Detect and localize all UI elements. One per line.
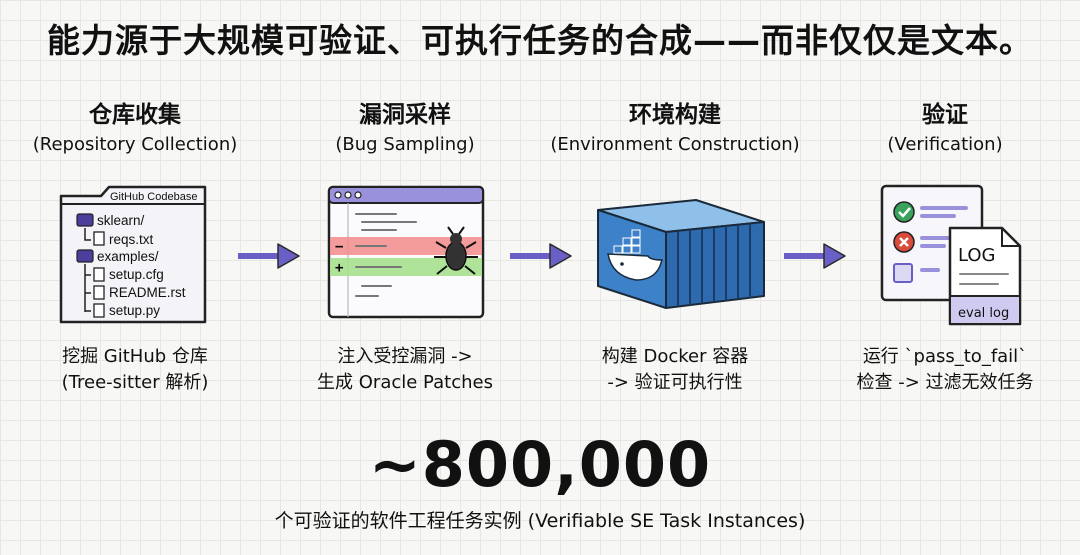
stage-verification: 验证 (Verification) xyxy=(810,100,1080,158)
stage-bug-sampling: 漏洞采样 (Bug Sampling) xyxy=(270,100,540,158)
stage-repository-collection: 仓库收集 (Repository Collection) xyxy=(0,100,270,158)
arrow-right-icon xyxy=(508,240,574,272)
diff-plus: + xyxy=(335,260,343,276)
stage-title-en: (Repository Collection) xyxy=(0,132,270,158)
stage-environment-construction: 环境构建 (Environment Construction) xyxy=(540,100,810,158)
stage-title-en: (Environment Construction) xyxy=(540,132,810,158)
stage-title-zh: 仓库收集 xyxy=(0,100,270,130)
stage-description: 挖掘 GitHub 仓库 (Tree-sitter 解析) xyxy=(0,344,270,396)
eval-log-label: eval log xyxy=(958,306,1009,321)
tree-item: examples/ xyxy=(97,249,159,264)
desc-line: 检查 -> 过滤无效任务 xyxy=(810,370,1080,396)
stage-title-en: (Bug Sampling) xyxy=(270,132,540,158)
stage-description: 构建 Docker 容器 -> 验证可执行性 xyxy=(540,344,810,396)
stage-description: 运行 `pass_to_fail` 检查 -> 过滤无效任务 xyxy=(810,344,1080,396)
code-diff-bug-icon: − + xyxy=(326,184,486,320)
tree-item: reqs.txt xyxy=(109,232,154,247)
file-icon xyxy=(94,268,104,281)
desc-line: 运行 `pass_to_fail` xyxy=(810,344,1080,370)
stage-title-zh: 验证 xyxy=(810,100,1080,130)
tree-item: README.rst xyxy=(109,285,186,300)
desc-line: 构建 Docker 容器 xyxy=(540,344,810,370)
tree-item: setup.cfg xyxy=(109,267,164,282)
stage-title-zh: 漏洞采样 xyxy=(270,100,540,130)
file-icon xyxy=(94,286,104,299)
stage-title-zh: 环境构建 xyxy=(540,100,810,130)
desc-line: 生成 Oracle Patches xyxy=(270,370,540,396)
folder-icon xyxy=(77,250,93,262)
total-count: ~800,000 xyxy=(0,425,1080,505)
desc-line: (Tree-sitter 解析) xyxy=(0,370,270,396)
tree-item: setup.py xyxy=(109,303,160,318)
diff-minus: − xyxy=(335,239,343,255)
stage-description: 注入受控漏洞 -> 生成 Oracle Patches xyxy=(270,344,540,396)
log-label: LOG xyxy=(958,245,996,266)
check-icon xyxy=(894,202,914,222)
folder-icon xyxy=(77,214,93,226)
desc-line: 注入受控漏洞 -> xyxy=(270,344,540,370)
arrow-right-icon xyxy=(236,240,302,272)
arrow-right-icon xyxy=(782,240,848,272)
file-icon xyxy=(94,232,104,245)
file-icon xyxy=(94,304,104,317)
checkbox-icon xyxy=(894,264,912,282)
total-caption: 个可验证的软件工程任务实例 (Verifiable SE Task Instan… xyxy=(0,508,1080,534)
page-title: 能力源于大规模可验证、可执行任务的合成——而非仅仅是文本。 xyxy=(0,14,1080,62)
checklist-log-icon: LOG eval log xyxy=(878,182,1028,328)
folder-label: GitHub Codebase xyxy=(110,191,197,203)
desc-line: -> 验证可执行性 xyxy=(540,370,810,396)
folder-tree-icon: GitHub Codebase sklearn/ reqs.txt exampl… xyxy=(55,182,215,330)
log-document-icon: LOG eval log xyxy=(950,228,1020,324)
stage-title-en: (Verification) xyxy=(810,132,1080,158)
desc-line: 挖掘 GitHub 仓库 xyxy=(0,344,270,370)
tree-item: sklearn/ xyxy=(97,213,145,228)
docker-container-icon xyxy=(592,188,772,324)
